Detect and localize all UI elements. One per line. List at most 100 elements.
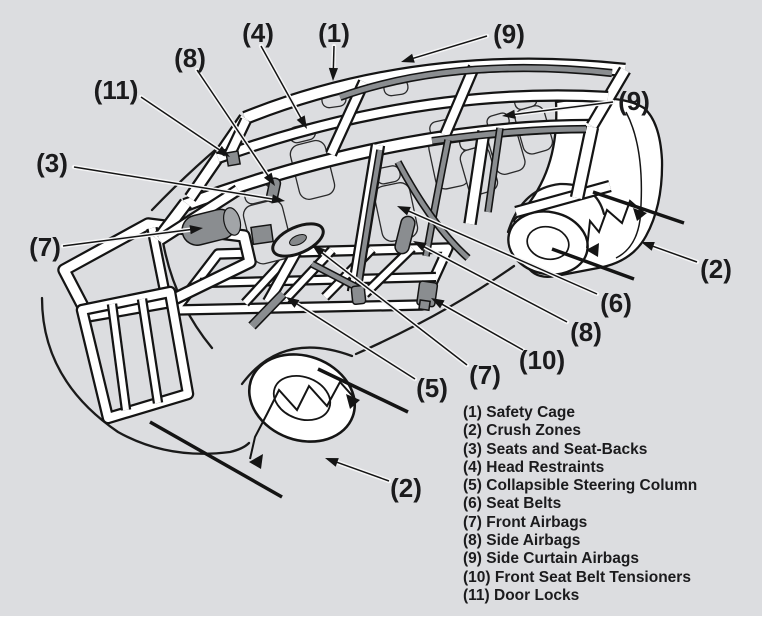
callout-arrow-line: [648, 243, 698, 263]
floor-perimeter-beam: [171, 244, 452, 314]
callout-arrowhead: [271, 194, 285, 204]
front-bumper-outline: [40, 296, 251, 455]
callout-arrowhead: [325, 458, 339, 467]
callout-label-8b: (8): [570, 317, 602, 347]
callout-label-2a: (2): [700, 254, 732, 284]
callout-arrowhead: [189, 225, 203, 235]
zigzag-arrowhead: [249, 454, 263, 469]
callout-label-3: (3): [36, 148, 68, 178]
steering: [262, 222, 325, 306]
callout-arrowhead: [216, 145, 230, 157]
callout-arrow-line: [404, 208, 598, 295]
tensioner-foot: [418, 299, 431, 312]
crush-zone-zigzag: [249, 380, 358, 460]
legend: (1) Safety Cage (2) Crush Zones (3) Seat…: [463, 404, 755, 605]
callout-label-6: (6): [600, 288, 632, 318]
legend-item: (9) Side Curtain Airbags: [463, 550, 639, 568]
legend-item: (11) Door Locks: [463, 586, 580, 604]
callout-label-11: (11): [94, 75, 139, 105]
callout-arrowhead: [296, 115, 307, 129]
callout-label-7b: (7): [29, 232, 61, 262]
seat-belt-mid: [423, 139, 451, 257]
callout-arrow-line: [408, 35, 488, 61]
callout-labels: (1) (4) (8) (11) (3) (9) (9) (2) (6) (8)…: [29, 18, 732, 503]
floor-crossmember: [282, 247, 335, 303]
seat-belt-tensioner: [416, 280, 439, 312]
seat-belt-front-lap: [310, 262, 360, 290]
roof-rear-header: [588, 67, 629, 129]
callout-arrow-line: [437, 301, 524, 351]
door-lock: [225, 150, 241, 167]
legend-item: (3) Seats and Seat-Backs: [463, 440, 648, 458]
callout-label-7a: (7): [469, 360, 501, 390]
callout-arrow-line: [62, 228, 196, 247]
callout-arrow-line: [140, 96, 224, 154]
floor-crossmember: [362, 245, 415, 297]
steering-column-beam: [264, 250, 300, 304]
callout-arrowhead: [413, 241, 427, 252]
crush-zone-rear: [551, 190, 685, 281]
legend-item: (1) Safety Cage: [463, 404, 575, 421]
roof-crossmember: [441, 65, 478, 137]
crush-zone-boundary: [149, 420, 283, 499]
callout-arrowhead: [263, 172, 275, 186]
legend-item: (4) Head Restraints: [463, 458, 605, 476]
floor-center-rail: [199, 274, 437, 286]
callout-label-8a: (8): [174, 43, 206, 73]
legend-item: (8) Side Airbags: [463, 532, 581, 550]
crush-zone-boundary: [551, 247, 635, 281]
callout-arrow-line: [509, 101, 614, 116]
zigzag-arrowhead: [633, 208, 647, 221]
callout-arrowhead: [401, 53, 415, 63]
callout-arrow-line: [260, 45, 304, 123]
seat-belt-diagonal: [396, 160, 470, 260]
curtain-airbag-far: [339, 65, 613, 100]
seat-belt-tensioner-2: [350, 284, 367, 306]
callout-arrowhead: [641, 242, 655, 251]
curtain-airbag-near: [431, 126, 587, 144]
callout-arrowhead: [431, 298, 445, 309]
d-pillar: [572, 125, 597, 200]
c-pillar: [465, 130, 489, 225]
dash-module-box: [250, 223, 275, 246]
side-airbag-mid: [394, 215, 416, 255]
front-airbag-endcap: [223, 207, 242, 236]
front-wheel-arch: [240, 346, 354, 386]
callout-arrows: [60, 33, 700, 484]
zigzag-arrowhead: [346, 394, 360, 409]
callout-arrow-line: [317, 249, 468, 366]
callout-arrowhead: [502, 109, 516, 119]
rocker-garnish: [249, 291, 286, 329]
crush-zone-front: [149, 367, 409, 499]
callout-arrow-line: [419, 244, 568, 323]
callout-label-1: (1): [318, 18, 350, 48]
zigzag-arrowhead: [586, 243, 599, 257]
crush-zone-boundary: [317, 367, 409, 414]
crush-zone-zigzag: [586, 199, 646, 249]
steering-wheel-hub: [289, 233, 307, 247]
callout-label-9a: (9): [493, 19, 525, 49]
front-airbag-module: [181, 207, 242, 246]
roof-center-rail: [216, 91, 609, 162]
callout-label-2b: (2): [390, 473, 422, 503]
callout-arrowhead: [397, 206, 411, 216]
callout-arrow-line: [332, 459, 390, 482]
legend-item: (10) Front Seat Belt Tensioners: [463, 568, 691, 586]
callout-arrowhead: [328, 67, 338, 81]
page-edge: [0, 616, 762, 625]
seat-belt-front: [355, 149, 383, 289]
callout-arrow-line: [196, 69, 272, 180]
grille-slat: [109, 303, 129, 411]
legend-item: (6) Seat Belts: [463, 495, 562, 513]
grille-slat: [139, 298, 161, 404]
legend-item: (7) Front Airbags: [463, 513, 588, 531]
hood-strut-beam: [148, 227, 170, 299]
grille-frame-beam: [78, 288, 192, 422]
callout-label-5: (5): [416, 373, 448, 403]
callout-arrow-line: [292, 300, 416, 380]
legend-item: (5) Collapsible Steering Column: [463, 477, 698, 495]
rocker-outline: [354, 264, 516, 356]
side-airbag-front: [265, 177, 282, 203]
